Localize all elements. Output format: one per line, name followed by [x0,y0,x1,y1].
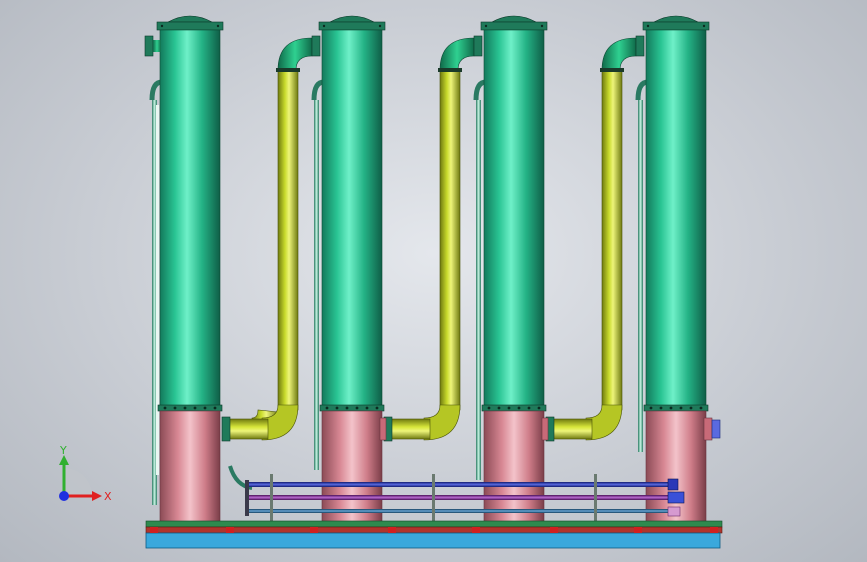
x-axis-label: X [104,490,112,503]
orientation-triad[interactable]: Y X [50,440,120,510]
header-pipe-blue[interactable] [248,482,672,487]
support-posts [270,474,597,522]
connector-pipes[interactable] [221,37,637,442]
header-pipe-purple[interactable] [248,495,672,500]
z-axis-dot [59,491,69,501]
vessel-1[interactable] [144,15,224,524]
y-axis-arrowhead [59,455,69,465]
vessel-3[interactable] [473,15,549,524]
connector-pipe-3[interactable] [545,37,637,442]
flange-bolts [160,24,706,410]
x-axis-arrowhead [92,491,102,501]
connector-pipe-2[interactable] [383,37,475,442]
instrument-tubes [149,79,649,505]
vessel-2[interactable] [311,15,387,524]
header-pipe-teal[interactable] [248,509,672,513]
base-frame[interactable] [145,520,723,549]
vessels[interactable] [144,15,721,524]
connector-pipe-1[interactable] [221,37,313,442]
vessel-4[interactable] [635,15,721,524]
y-axis-label: Y [59,444,67,457]
inlet-elbow [228,465,253,490]
header-pipes[interactable] [245,478,685,517]
